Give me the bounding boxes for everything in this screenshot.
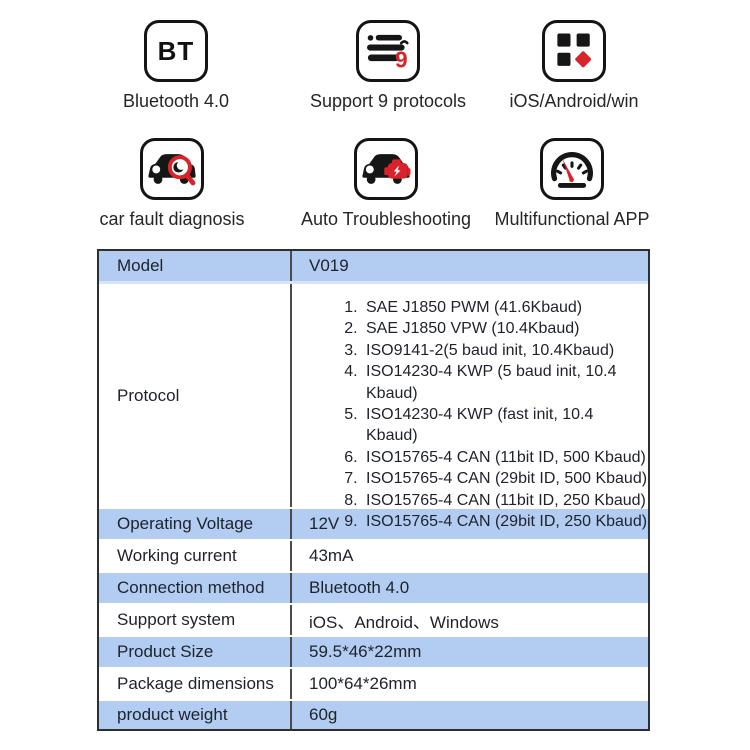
spec-table: Model V019 Protocol SAE J1850 PWM (41.6K… bbox=[97, 249, 650, 731]
feature-protocols: 9 Support 9 protocols bbox=[276, 20, 500, 112]
protocol-item: ISO14230-4 KWP (5 baud init, 10.4 Kbaud) bbox=[362, 361, 648, 404]
feature-multifunctional-app: Multifunctional APP bbox=[460, 138, 684, 230]
feature-label-bluetooth: Bluetooth 4.0 bbox=[122, 91, 230, 111]
feature-bluetooth: BT Bluetooth 4.0 bbox=[64, 20, 288, 112]
spec-label-support-system: Support system bbox=[99, 605, 292, 635]
spec-value-model: V019 bbox=[309, 256, 349, 275]
feature-label-multifunctional-app: Multifunctional APP bbox=[494, 209, 650, 229]
feature-label-platforms: iOS/Android/win bbox=[509, 91, 639, 111]
protocol-list-icon-svg: 9 bbox=[367, 34, 409, 73]
feature-car-diagnosis: car fault diagnosis bbox=[60, 138, 284, 230]
spec-value-support-system: iOS、Android、Windows bbox=[309, 612, 499, 632]
protocol-item: ISO14230-4 KWP (fast init, 10.4 Kbaud) bbox=[362, 404, 648, 447]
platforms-squares-icon-svg bbox=[557, 33, 592, 68]
svg-text:9: 9 bbox=[395, 47, 408, 73]
spec-label-operating-voltage: Operating Voltage bbox=[99, 509, 292, 539]
feature-platforms: iOS/Android/win bbox=[462, 20, 686, 112]
table-row-protocol: Protocol SAE J1850 PWM (41.6Kbaud) SAE J… bbox=[99, 284, 648, 530]
protocol-item: ISO15765-4 CAN (11bit ID, 250 Kbaud) bbox=[362, 490, 648, 511]
table-row-package-dimensions: Package dimensions 100*64*26mm bbox=[99, 667, 648, 699]
table-row-working-current: Working current 43mA bbox=[99, 539, 648, 571]
spec-value-product-weight: 60g bbox=[309, 705, 338, 724]
feature-troubleshooting: Auto Troubleshooting bbox=[274, 138, 498, 230]
platforms-squares-icon bbox=[542, 20, 606, 82]
protocol-item: ISO15765-4 CAN (29bit ID, 500 Kbaud) bbox=[362, 468, 648, 489]
feature-label-troubleshooting: Auto Troubleshooting bbox=[300, 209, 472, 229]
table-row-product-weight: product weight 60g bbox=[99, 699, 648, 729]
spec-label-protocol: Protocol bbox=[99, 284, 292, 507]
spec-label-product-weight: product weight bbox=[99, 701, 292, 729]
bt-icon-text: BT bbox=[157, 35, 195, 66]
protocol-item: SAE J1850 VPW (10.4Kbaud) bbox=[362, 318, 648, 339]
table-row-product-size: Product Size 59.5*46*22mm bbox=[99, 635, 648, 667]
protocol-item: ISO15765-4 CAN (29bit ID, 250 Kbaud) bbox=[362, 511, 648, 532]
table-row-model: Model V019 bbox=[99, 251, 648, 284]
feature-label-protocols: Support 9 protocols bbox=[309, 91, 467, 111]
protocol-item: SAE J1850 PWM (41.6Kbaud) bbox=[362, 297, 648, 318]
protocol-item: ISO15765-4 CAN (11bit ID, 500 Kbaud) bbox=[362, 447, 648, 468]
protocol-item: ISO9141-2(5 baud init, 10.4Kbaud) bbox=[362, 340, 648, 361]
car-diagnosis-icon-svg bbox=[148, 154, 196, 186]
engine-troubleshooting-icon-svg bbox=[362, 154, 411, 184]
feature-label-car-diagnosis: car fault diagnosis bbox=[99, 209, 245, 229]
spec-value-protocol: SAE J1850 PWM (41.6Kbaud) SAE J1850 VPW … bbox=[292, 284, 648, 530]
spec-value-package-dimensions: 100*64*26mm bbox=[309, 674, 417, 693]
car-diagnosis-icon bbox=[140, 138, 204, 200]
table-row-operating-voltage: Operating Voltage 12V bbox=[99, 507, 648, 539]
spec-label-working-current: Working current bbox=[99, 541, 292, 571]
spec-label-product-size: Product Size bbox=[99, 637, 292, 667]
spec-label-connection-method: Connection method bbox=[99, 573, 292, 603]
spec-value-working-current: 43mA bbox=[309, 546, 354, 565]
spec-value-operating-voltage: 12V bbox=[309, 514, 340, 533]
spec-label-package-dimensions: Package dimensions bbox=[99, 669, 292, 699]
bluetooth-bt-icon: BT bbox=[144, 20, 208, 82]
table-row-support-system: Support system iOS、Android、Windows bbox=[99, 603, 648, 635]
protocol-list-icon: 9 bbox=[356, 20, 420, 82]
speedometer-icon-svg bbox=[551, 152, 593, 188]
speedometer-icon bbox=[540, 138, 604, 200]
protocol-list: SAE J1850 PWM (41.6Kbaud) SAE J1850 VPW … bbox=[309, 297, 648, 532]
engine-troubleshooting-icon bbox=[354, 138, 418, 200]
spec-value-product-size: 59.5*46*22mm bbox=[309, 642, 422, 661]
table-row-connection-method: Connection method Bluetooth 4.0 bbox=[99, 571, 648, 603]
spec-label-model: Model bbox=[99, 251, 292, 281]
spec-value-connection-method: Bluetooth 4.0 bbox=[309, 578, 410, 597]
